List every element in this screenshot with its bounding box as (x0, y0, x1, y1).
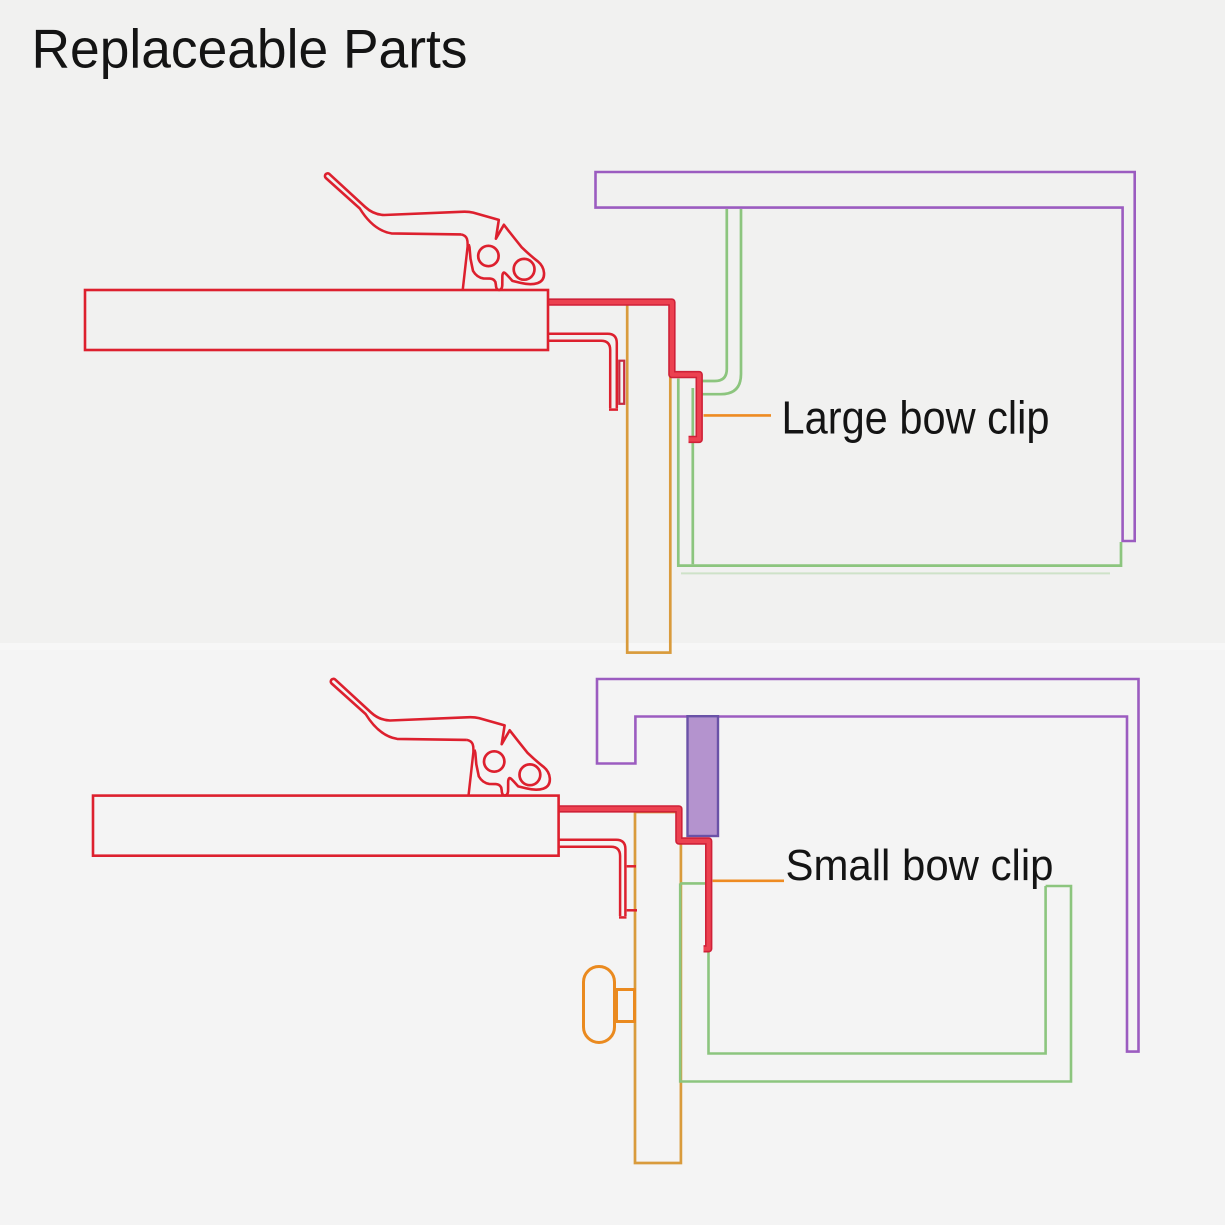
svg-text:Small bow clip: Small bow clip (786, 841, 1054, 890)
svg-text:Large bow clip: Large bow clip (782, 391, 1050, 443)
svg-text:Replaceable Parts: Replaceable Parts (32, 18, 468, 80)
